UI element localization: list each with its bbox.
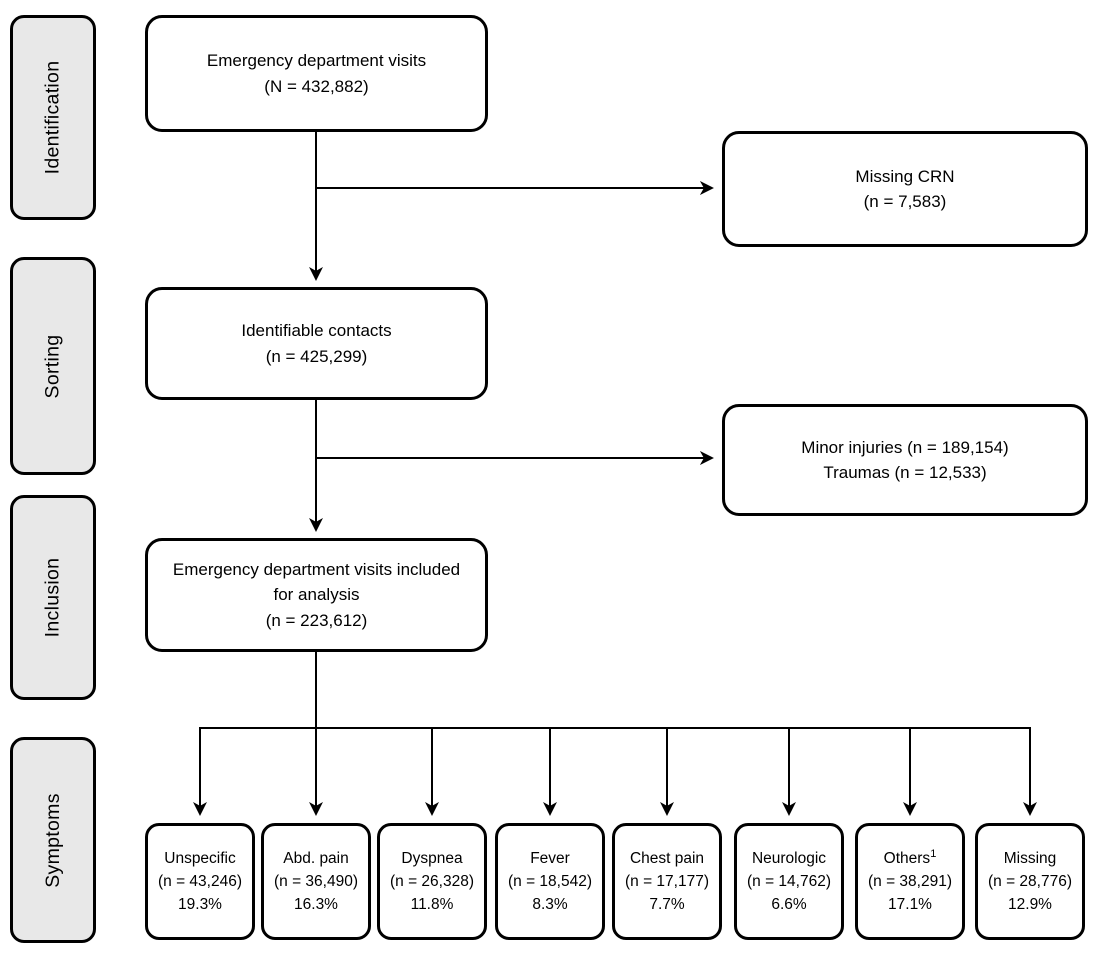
stage-inclusion-label: Inclusion (41, 557, 64, 638)
box-line-traumas: Traumas (n = 12,533) (823, 463, 987, 482)
symptom-label: Fever (530, 849, 570, 867)
box-line-minor-injuries: Minor injuries (n = 189,154) (801, 437, 1009, 457)
symptom-count: (n = 28,776) (987, 872, 1073, 890)
symptom-count: (n = 18,542) (507, 872, 593, 890)
symptom-percent: 7.7% (649, 896, 685, 914)
stage-identification-label: Identification (41, 60, 64, 175)
symptom-percent: 17.1% (888, 896, 932, 914)
stage-sorting-label: Sorting (41, 334, 64, 398)
box-identifiable-contacts: Identifiable contacts (n = 425,299) (145, 287, 488, 400)
symptom-label: Missing (1003, 849, 1057, 867)
symptom-count: (n = 26,328) (389, 872, 475, 890)
box-title: Emergency department visits included (172, 559, 461, 579)
stage-identification: Identification (10, 15, 96, 220)
box-title: Emergency department visits (206, 51, 427, 70)
box-included-for-analysis: Emergency department visits included for… (145, 538, 488, 652)
symptom-label: Neurologic (751, 849, 827, 867)
symptom-label: Abd. pain (283, 849, 349, 867)
symptom-box-others: Others1 (n = 38,291) 17.1% (855, 823, 965, 940)
symptom-label: Dyspnea (401, 849, 463, 867)
box-count: (n = 7,583) (863, 192, 947, 211)
symptom-count: (n = 36,490) (273, 872, 359, 890)
box-title: Identifiable contacts (241, 321, 392, 340)
box-emergency-department-visits: Emergency department visits (N = 432,882… (145, 15, 488, 132)
symptom-percent: 6.6% (771, 896, 807, 914)
symptom-percent: 19.3% (178, 896, 222, 914)
symptom-percent: 11.8% (410, 896, 454, 914)
symptom-box-unspecific: Unspecific (n = 43,246) 19.3% (145, 823, 255, 940)
box-missing-crn: Missing CRN (n = 7,583) (722, 131, 1088, 247)
symptom-label: Unspecific (164, 849, 236, 867)
symptom-count: (n = 38,291) (867, 872, 953, 890)
symptom-count: (n = 14,762) (746, 872, 832, 890)
stage-sorting: Sorting (10, 257, 96, 475)
box-count: (n = 425,299) (265, 346, 368, 366)
stage-inclusion: Inclusion (10, 495, 96, 700)
symptom-box-chest-pain: Chest pain (n = 17,177) 7.7% (612, 823, 722, 940)
stage-symptoms: Symptoms (10, 737, 96, 943)
symptom-label: Others1 (883, 847, 937, 867)
symptom-box-missing: Missing (n = 28,776) 12.9% (975, 823, 1085, 940)
box-title: Missing CRN (855, 166, 955, 186)
symptom-label: Chest pain (629, 849, 705, 867)
box-excluded-minor-injuries-traumas: Minor injuries (n = 189,154) Traumas (n … (722, 404, 1088, 516)
symptom-count: (n = 43,246) (157, 872, 243, 890)
box-count: (n = 223,612) (265, 610, 368, 630)
symptom-box-abd-pain: Abd. pain (n = 36,490) 16.3% (261, 823, 371, 940)
footnote-marker: 1 (930, 847, 937, 860)
symptom-percent: 12.9% (1008, 896, 1052, 914)
symptom-percent: 16.3% (294, 896, 338, 914)
symptom-box-dyspnea: Dyspnea (n = 26,328) 11.8% (377, 823, 487, 940)
stage-symptoms-label: Symptoms (41, 792, 64, 888)
symptom-percent: 8.3% (532, 896, 568, 914)
symptom-box-fever: Fever (n = 18,542) 8.3% (495, 823, 605, 940)
symptom-count: (n = 17,177) (624, 872, 710, 890)
symptom-box-neurologic: Neurologic (n = 14,762) 6.6% (734, 823, 844, 940)
box-count: (N = 432,882) (264, 76, 369, 96)
box-title-cont: for analysis (273, 585, 360, 605)
